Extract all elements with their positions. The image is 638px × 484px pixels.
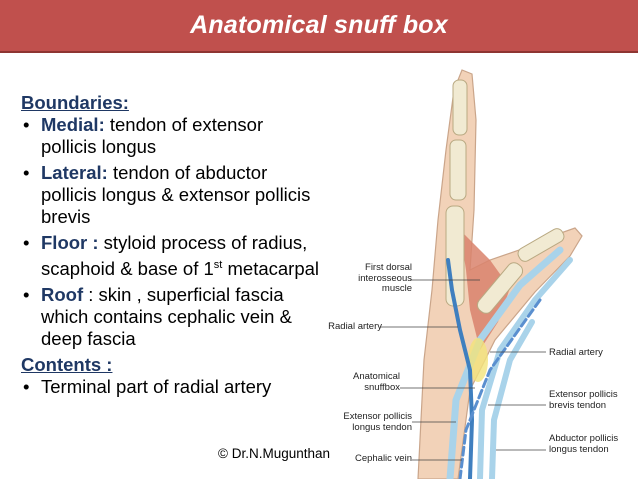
boundary-text: styloid process of radius, scaphoid & ba… xyxy=(41,232,308,280)
hand-illustration: First dorsal interosseous muscle Radial … xyxy=(320,60,638,483)
boundary-ordinal: 1 xyxy=(203,258,214,280)
boundary-label: Roof xyxy=(41,284,84,306)
index-phalanx-1 xyxy=(452,79,468,136)
boundary-label: Floor : xyxy=(41,232,99,253)
hand-drawing xyxy=(380,69,583,483)
label-anatomical-snuffbox: Anatomical snuffbox xyxy=(353,371,400,393)
boundary-text: : skin , superficial fascia which contai… xyxy=(41,284,292,350)
slide-body: Boundaries: Medial: tendon of extensor p… xyxy=(21,92,321,402)
epb-tendon xyxy=(477,257,573,482)
boundary-label: Lateral: xyxy=(41,162,108,183)
index-phalanx-2 xyxy=(449,139,467,201)
content-item: Terminal part of radial artery xyxy=(21,376,321,398)
boundary-medial: Medial: tendon of extensor pollicis long… xyxy=(21,114,321,158)
boundaries-heading: Boundaries: xyxy=(21,92,129,113)
boundary-text: tendon of abductor pollicis longus & ext… xyxy=(41,162,311,227)
snuffbox-region xyxy=(468,338,488,382)
apl-tendon xyxy=(489,319,535,482)
boundary-label: Medial: xyxy=(41,114,105,135)
label-apl-tendon: Abductor pollicis longus tendon xyxy=(549,433,619,455)
contents-list: Terminal part of radial artery xyxy=(21,376,321,398)
label-radial-artery-left: Radial artery xyxy=(328,321,382,332)
boundary-floor: Floor : styloid process of radius, scaph… xyxy=(21,232,321,280)
boundaries-list: Medial: tendon of extensor pollicis long… xyxy=(21,114,321,350)
radial-artery xyxy=(446,258,475,481)
label-epb-tendon: Extensor pollicis brevis tendon xyxy=(549,389,618,411)
boundary-text-tail: metacarpal xyxy=(222,258,320,280)
thumb-phalanx xyxy=(517,228,565,262)
cephalic-vein xyxy=(458,298,542,481)
contents-heading: Contents : xyxy=(21,354,113,376)
label-epl-tendon: Extensor pollicis longus tendon xyxy=(343,411,412,433)
slide-title: Anatomical snuff box xyxy=(190,11,448,39)
label-cephalic-vein: Cephalic vein xyxy=(354,453,412,464)
boundary-roof: Roof : skin , superficial fascia which c… xyxy=(21,284,321,350)
title-bar: Anatomical snuff box xyxy=(0,0,638,53)
boundary-lateral: Lateral: tendon of abductor pollicis lon… xyxy=(21,162,321,228)
index-metacarpal xyxy=(445,205,465,307)
boundary-text: tendon of extensor pollicis longus xyxy=(41,114,264,157)
label-radial-artery-right: Radial artery xyxy=(549,347,603,358)
label-first-dorsal-interosseous: First dorsal interosseous muscle xyxy=(358,262,412,294)
boundary-ordinal-suffix: st xyxy=(213,259,223,271)
credit-text: © Dr.N.Mugunthan xyxy=(218,446,331,461)
thumb-metacarpal xyxy=(476,262,524,314)
